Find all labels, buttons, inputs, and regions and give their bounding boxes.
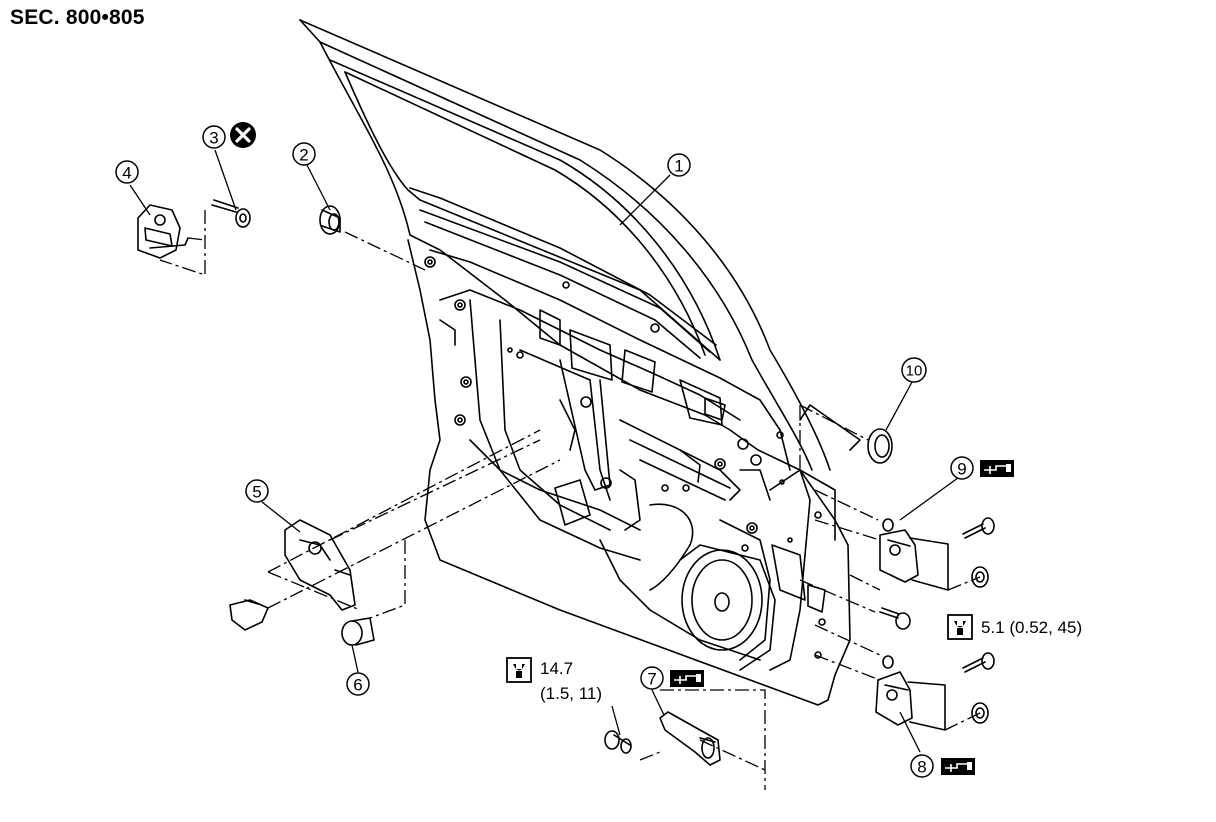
svg-text:2: 2 <box>299 146 308 165</box>
callout-8: 8 <box>910 754 934 778</box>
section-title: SEC. 800•805 <box>10 6 145 29</box>
inner-door-structure <box>429 249 791 661</box>
torque-spec-check-line1: 14.7 <box>540 659 574 678</box>
callout-2: 2 <box>292 142 316 166</box>
callout-7: 7 <box>640 666 664 690</box>
door-hinge-face <box>769 404 861 671</box>
clip-part <box>229 599 269 631</box>
door-check-bolt <box>604 730 632 754</box>
torque-wrench-icon <box>947 614 973 640</box>
grommet-part <box>319 205 341 235</box>
screw-part <box>211 199 251 228</box>
torque-wrench-icon-2 <box>506 657 532 683</box>
callout-1: 1 <box>667 153 691 177</box>
window-frame <box>329 59 721 361</box>
callout-9: 9 <box>950 456 974 480</box>
door-panel-outline <box>299 19 851 706</box>
hinge-adjust-icon-7 <box>670 670 704 687</box>
plug-part <box>867 428 893 464</box>
upper-hinge-bolt <box>962 517 995 539</box>
rubber-stopper-part <box>341 617 375 646</box>
callout-5: 5 <box>245 479 269 503</box>
assembly-lines <box>159 210 981 790</box>
upper-hinge-nut <box>971 566 989 588</box>
speaker <box>679 544 776 671</box>
svg-text:6: 6 <box>353 676 362 695</box>
svg-text:8: 8 <box>917 758 926 777</box>
callouts: 1 2 3 4 5 6 7 <box>115 125 974 778</box>
svg-text:3: 3 <box>209 129 218 148</box>
callout-4: 4 <box>115 160 139 184</box>
leader-lines <box>129 149 963 753</box>
svg-text:9: 9 <box>957 460 966 479</box>
svg-text:4: 4 <box>122 164 131 183</box>
svg-text:5: 5 <box>252 483 261 502</box>
callout-3: 3 <box>202 125 226 149</box>
bumper-bracket-part <box>284 519 356 611</box>
hinge-door-bolt <box>879 607 911 630</box>
torque-spec-check-line2: (1.5, 11) <box>540 684 603 703</box>
upper-hinge-part <box>879 518 949 591</box>
hinge-adjust-icon-8 <box>941 758 975 775</box>
mounting-holes <box>424 256 826 659</box>
lower-hinge-part <box>875 655 946 731</box>
callout-6: 6 <box>346 672 370 696</box>
striker-part <box>137 204 189 259</box>
svg-text:1: 1 <box>674 157 683 176</box>
lower-hinge-nut <box>971 702 989 724</box>
do-not-reuse-icon <box>230 122 256 148</box>
callout-10: 10 <box>901 357 927 383</box>
torque-spec-hinge: 5.1 (0.52, 45) <box>981 618 1083 637</box>
svg-text:10: 10 <box>906 363 923 380</box>
lower-hinge-bolt <box>962 652 995 673</box>
hinge-adjust-icon-9 <box>980 460 1014 477</box>
door-check-link-part <box>659 711 721 766</box>
svg-text:7: 7 <box>647 670 656 689</box>
